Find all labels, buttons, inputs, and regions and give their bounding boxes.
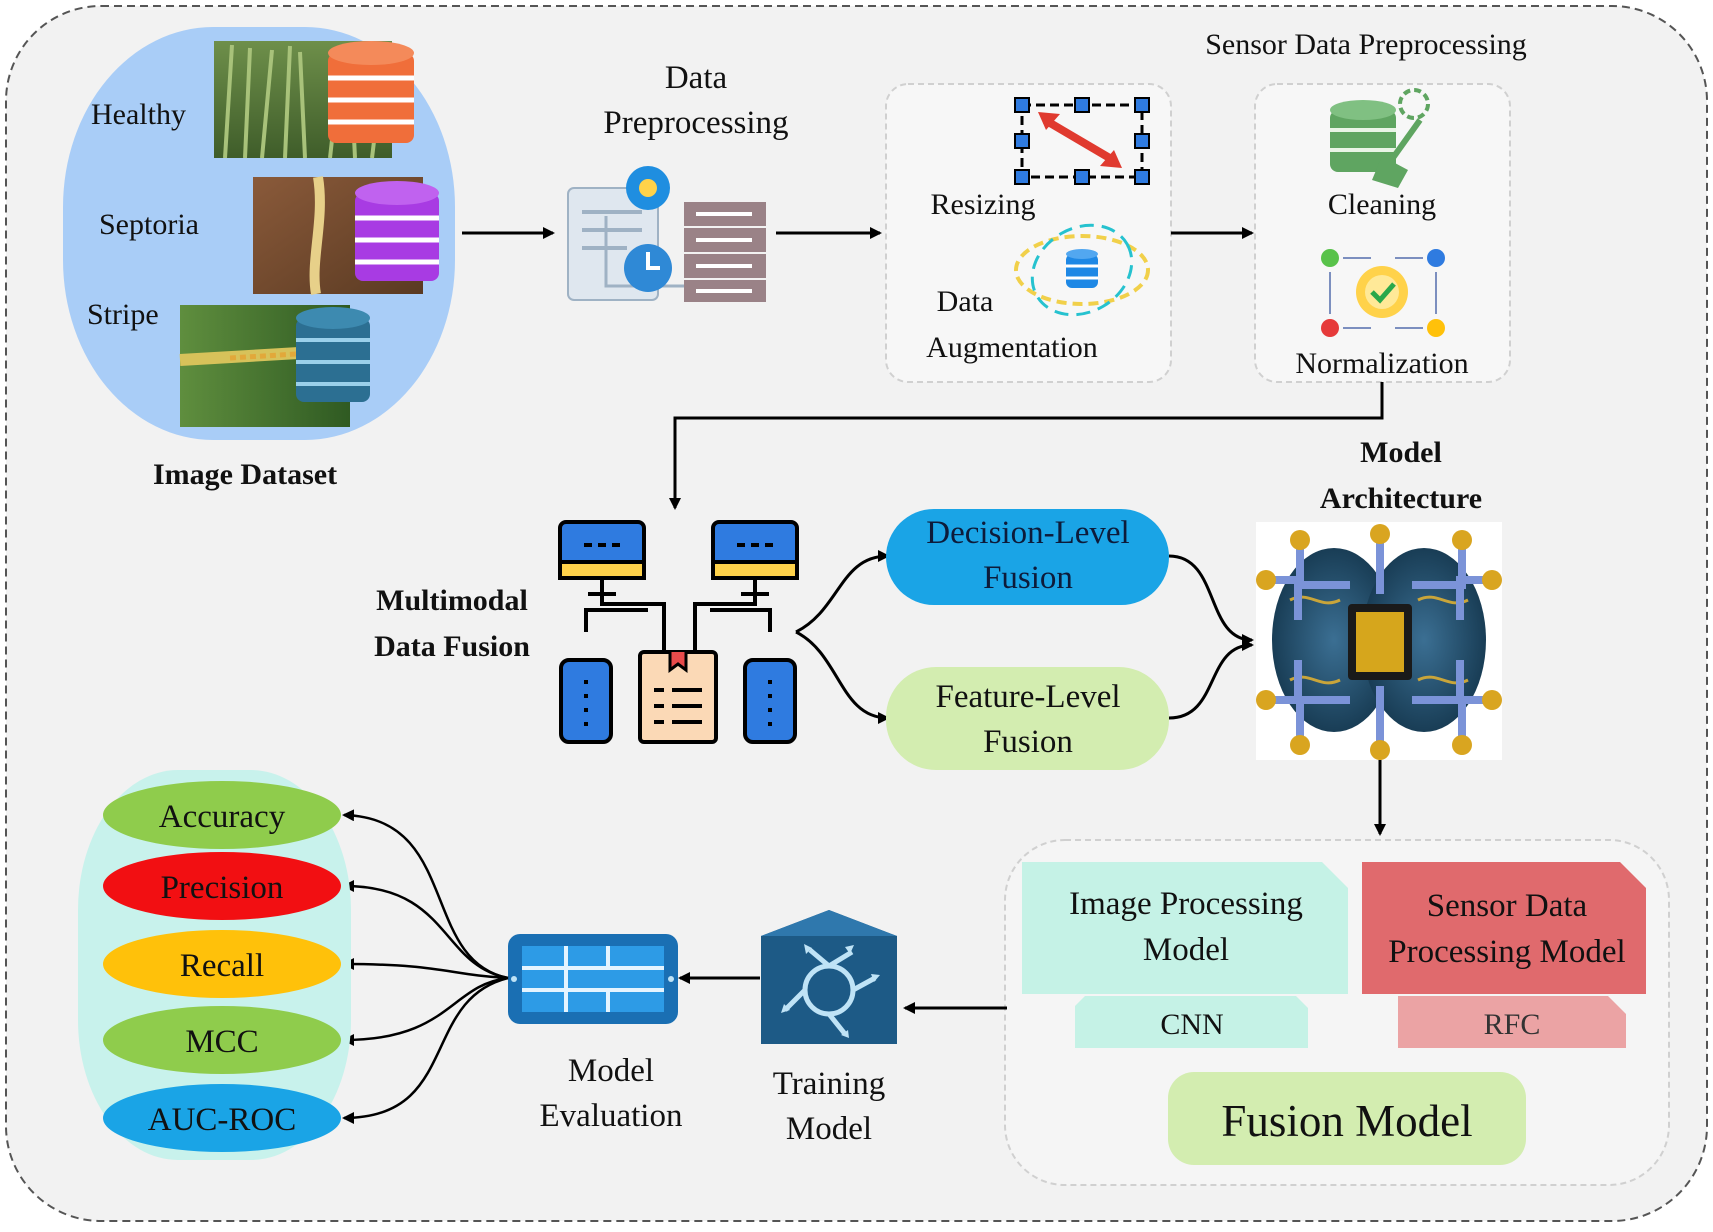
arrow-fusion-to-decision xyxy=(795,550,890,634)
model-evaluation-line1: Model xyxy=(568,1053,654,1089)
arrow-decision-to-architecture xyxy=(1168,554,1254,646)
fusion-model-group: Image Processing Model CNN Sensor Data P… xyxy=(1004,839,1670,1186)
arrow-eval-to-accuracy xyxy=(342,809,509,980)
cleaning-label: Cleaning xyxy=(1328,188,1436,221)
healthy-database-icon xyxy=(328,41,414,143)
dataset-class-stripe: Stripe xyxy=(87,298,159,331)
metric-accuracy: Accuracy xyxy=(103,781,341,849)
multimodal-fusion-icon xyxy=(558,520,799,744)
model-evaluation-icon xyxy=(508,934,678,1024)
normalization-label: Normalization xyxy=(1295,347,1468,380)
arrow-eval-to-mcc xyxy=(342,976,509,1046)
feature-level-fusion-line1: Feature-Level xyxy=(935,679,1120,715)
sensor-data-processing-model-card xyxy=(1362,862,1646,994)
arrow-eval-to-precision xyxy=(342,880,509,980)
sensor-preprocessing-title: Sensor Data Preprocessing xyxy=(1205,28,1527,61)
model-architecture-label-line2: Architecture xyxy=(1320,482,1482,515)
metric-recall: Recall xyxy=(103,930,341,998)
resizing-label: Resizing xyxy=(931,188,1036,221)
septoria-database-icon xyxy=(355,181,439,281)
metric-precision-label: Precision xyxy=(161,870,284,906)
model-architecture-group: Model Architecture xyxy=(1256,436,1502,760)
training-model-group: Training Model xyxy=(761,910,897,1147)
rfc-label: RFC xyxy=(1484,1008,1541,1041)
data-augmentation-label-line2: Augmentation xyxy=(926,331,1098,364)
arrow-eval-to-aucroc xyxy=(342,976,509,1124)
feature-level-fusion-pill: Feature-Level Fusion xyxy=(886,667,1169,770)
metric-precision: Precision xyxy=(103,852,341,920)
training-model-icon xyxy=(761,910,897,1044)
data-preprocessing-group: Data Preprocessing xyxy=(567,60,789,302)
cnn-tab xyxy=(1075,996,1308,1048)
decision-level-fusion-line1: Decision-Level xyxy=(926,515,1129,551)
data-augmentation-icon xyxy=(1014,223,1150,317)
image-processing-model-line2: Model xyxy=(1143,932,1229,968)
image-processing-model-card xyxy=(1022,862,1348,994)
metric-mcc: MCC xyxy=(103,1006,341,1074)
data-preprocessing-label-line2: Preprocessing xyxy=(603,105,788,141)
cleaning-icon xyxy=(1330,88,1430,188)
feature-level-fusion-line2: Fusion xyxy=(983,724,1073,760)
training-model-line2: Model xyxy=(786,1111,872,1147)
metric-auc-roc-label: AUC-ROC xyxy=(148,1102,297,1138)
image-processing-model-line1: Image Processing xyxy=(1069,886,1303,922)
metric-recall-label: Recall xyxy=(180,948,264,984)
multimodal-fusion-label-line1: Multimodal xyxy=(376,584,528,617)
dataset-class-healthy: Healthy xyxy=(91,98,186,131)
metric-auc-roc: AUC-ROC xyxy=(103,1084,341,1152)
arrow-eval-to-recall xyxy=(342,958,509,980)
stripe-database-icon xyxy=(296,307,370,402)
data-augmentation-label-line1: Data xyxy=(937,285,994,318)
sensor-preprocessing-group: Sensor Data Preprocessing Resizing Data … xyxy=(885,28,1527,383)
multimodal-fusion-group: Multimodal Data Fusion xyxy=(374,520,799,744)
sensor-data-processing-model-line1: Sensor Data xyxy=(1427,888,1588,924)
rfc-tab xyxy=(1398,996,1626,1048)
model-evaluation-line2: Evaluation xyxy=(540,1098,683,1134)
dataset-class-septoria: Septoria xyxy=(99,208,199,241)
image-dataset-title: Image Dataset xyxy=(153,458,337,491)
training-model-line1: Training xyxy=(773,1066,885,1102)
cnn-label: CNN xyxy=(1160,1008,1223,1041)
ai-brain-chip-icon xyxy=(1256,522,1502,760)
data-preprocessing-label-line1: Data xyxy=(665,60,728,96)
decision-level-fusion-pill: Decision-Level Fusion xyxy=(886,509,1169,605)
model-evaluation-group: Model Evaluation xyxy=(508,934,682,1134)
metric-accuracy-label: Accuracy xyxy=(159,799,286,835)
arrow-fusion-to-feature xyxy=(795,630,890,724)
metric-mcc-label: MCC xyxy=(185,1024,258,1060)
normalization-icon xyxy=(1321,249,1445,337)
resize-icon xyxy=(1014,97,1150,185)
sensor-data-processing-model-line2: Processing Model xyxy=(1388,934,1625,970)
model-architecture-label-line1: Model xyxy=(1360,436,1442,469)
data-preprocessing-icon xyxy=(567,166,766,302)
image-dataset-group: Healthy Septoria Stripe Image Dataset xyxy=(63,27,455,491)
metrics-group: Accuracy Precision Recall MCC AUC-ROC xyxy=(78,770,351,1160)
arrow-feature-to-architecture xyxy=(1168,639,1254,720)
multimodal-fusion-label-line2: Data Fusion xyxy=(374,630,530,663)
clean-normalize-box xyxy=(1254,83,1511,383)
fusion-model-title: Fusion Model xyxy=(1221,1096,1472,1146)
decision-level-fusion-line2: Fusion xyxy=(983,560,1073,596)
fusion-model-badge xyxy=(1168,1072,1526,1165)
arrow-sensor-to-fusion xyxy=(669,382,1384,510)
